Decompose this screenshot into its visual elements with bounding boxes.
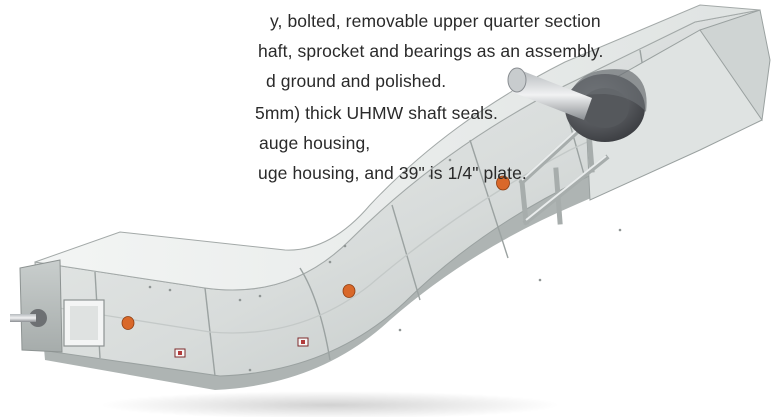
feature-line-plate-thickness: uge housing, and 39" is 1/4" plate. bbox=[258, 163, 527, 183]
feature-line-shaft-seals: 5mm) thick UHMW shaft seals. bbox=[255, 103, 498, 123]
side-rib bbox=[39, 89, 701, 334]
inspection-label-icon bbox=[174, 337, 309, 358]
maker-badge-icon bbox=[121, 175, 510, 330]
bolt-rivets bbox=[148, 158, 622, 372]
tail-bearing-icon bbox=[29, 309, 47, 327]
head-discharge-flare bbox=[699, 9, 771, 122]
head-bearing-icon bbox=[565, 69, 647, 142]
housing-top-cover bbox=[34, 4, 761, 291]
feature-line-shaft-assembly: haft, sprocket and bearings as an assemb… bbox=[258, 41, 604, 61]
tail-shaft bbox=[10, 314, 36, 322]
floor-shadow bbox=[100, 391, 560, 417]
feature-line-upper-section: y, bolted, removable upper quarter secti… bbox=[270, 11, 601, 31]
feature-line-gauge-housing: auge housing, bbox=[259, 133, 371, 153]
feature-line-ground-polished: d ground and polished. bbox=[266, 71, 447, 91]
tail-end-face bbox=[19, 259, 63, 353]
head-drive-shaft bbox=[507, 67, 592, 120]
